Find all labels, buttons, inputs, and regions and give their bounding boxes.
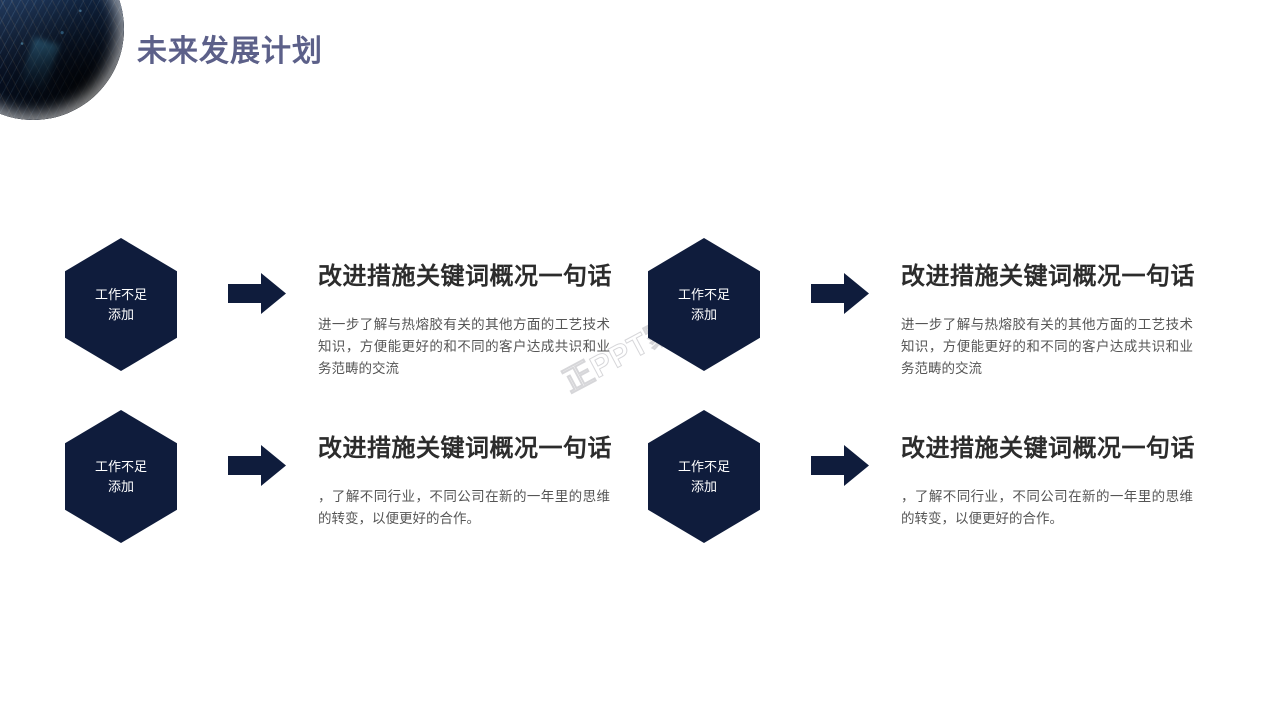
right-arrow-icon <box>228 273 286 314</box>
item-heading: 改进措施关键词概况一句话 <box>901 264 1195 290</box>
page-title: 未来发展计划 <box>137 35 323 68</box>
right-arrow-icon <box>228 445 286 486</box>
hexagon-badge[interactable]: 工作不足 添加 <box>65 410 177 543</box>
item-block: 工作不足 添加 改进措施关键词概况一句话 进一步了解与热熔胶有关的其他方面的工艺… <box>638 232 1238 442</box>
hexagon-badge[interactable]: 工作不足 添加 <box>648 410 760 543</box>
hexagon-badge-line-1: 工作不足 <box>677 286 730 302</box>
item-heading: 改进措施关键词概况一句话 <box>318 436 612 462</box>
right-arrow-icon <box>811 273 869 314</box>
hexagon-badge-line-1: 工作不足 <box>677 458 730 474</box>
item-body-text: 进一步了解与热熔胶有关的其他方面的工艺技术知识，方便能更好的和不同的客户达成共识… <box>901 317 1193 376</box>
item-block: 工作不足 添加 改进措施关键词概况一句话 ，了解不同行业，不同公司在新的一年里的… <box>55 404 655 614</box>
item-heading: 改进措施关键词概况一句话 <box>318 264 612 290</box>
hexagon-badge-line-1: 工作不足 <box>94 458 147 474</box>
hexagon-badge-line-2: 添加 <box>690 306 717 322</box>
hexagon-badge-line-2: 添加 <box>107 478 134 494</box>
hexagon-badge-line-2: 添加 <box>107 306 134 322</box>
item-text-column: 改进措施关键词概况一句话 进一步了解与热熔胶有关的其他方面的工艺技术知识，方便能… <box>318 262 618 380</box>
hexagon-badge[interactable]: 工作不足 添加 <box>65 238 177 371</box>
item-block: 工作不足 添加 改进措施关键词概况一句话 进一步了解与热熔胶有关的其他方面的工艺… <box>55 232 655 442</box>
item-heading: 改进措施关键词概况一句话 <box>901 436 1195 462</box>
globe-shading <box>0 0 124 120</box>
hexagon-badge[interactable]: 工作不足 添加 <box>648 238 760 371</box>
item-body-text: ，了解不同行业，不同公司在新的一年里的思维的转变，以便更好的合作。 <box>901 489 1193 526</box>
item-body-text: ，了解不同行业，不同公司在新的一年里的思维的转变，以便更好的合作。 <box>318 489 610 526</box>
item-body-text: 进一步了解与热熔胶有关的其他方面的工艺技术知识，方便能更好的和不同的客户达成共识… <box>318 317 610 376</box>
right-arrow-icon <box>811 445 869 486</box>
item-text-column: 改进措施关键词概况一句话 ，了解不同行业，不同公司在新的一年里的思维的转变，以便… <box>318 434 618 530</box>
item-text-column: 改进措施关键词概况一句话 进一步了解与热熔胶有关的其他方面的工艺技术知识，方便能… <box>901 262 1201 380</box>
item-text-column: 改进措施关键词概况一句话 ，了解不同行业，不同公司在新的一年里的思维的转变，以便… <box>901 434 1201 530</box>
item-block: 工作不足 添加 改进措施关键词概况一句话 ，了解不同行业，不同公司在新的一年里的… <box>638 404 1238 614</box>
hexagon-badge-line-1: 工作不足 <box>94 286 147 302</box>
corner-globe-decoration <box>0 0 124 120</box>
hexagon-badge-line-2: 添加 <box>690 478 717 494</box>
